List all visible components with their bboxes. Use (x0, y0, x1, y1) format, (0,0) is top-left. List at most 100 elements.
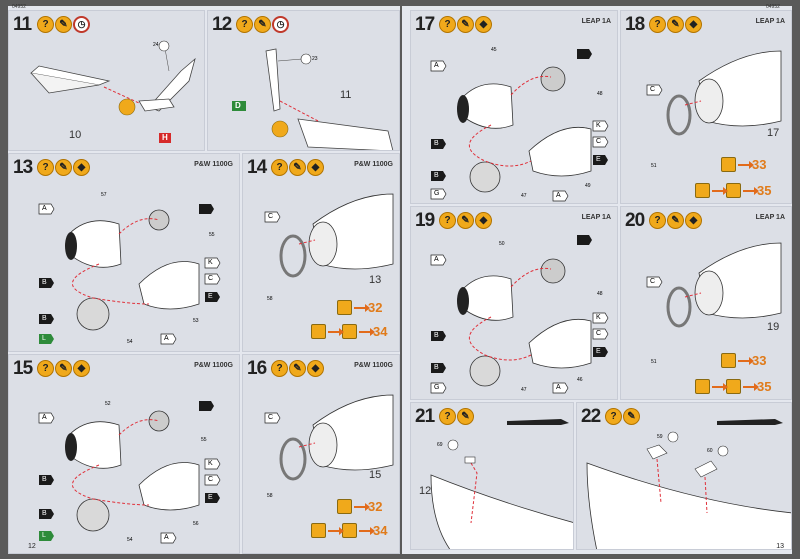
step-11-panel: 11 ? ✎ ◷ 24 H 10 (8, 10, 205, 151)
part-label: 53 (193, 318, 199, 324)
paint-icon: ◆ (685, 212, 702, 229)
tag-label: L (42, 335, 46, 342)
help-icon: ? (439, 16, 456, 33)
engine-variant: LEAP 1A (755, 18, 785, 25)
step-13-panel: 13 ? ✎ ◆ P&W 1100G A B B L (8, 153, 240, 352)
tag-label: E (208, 494, 213, 501)
step-18-drawing (646, 50, 782, 136)
glue-icon: ✎ (667, 16, 684, 33)
tag-label: C (596, 330, 602, 337)
tag-label: C (650, 86, 656, 93)
paint-icon: ◆ (307, 159, 324, 176)
tag-label: A (164, 335, 169, 342)
ref-step-link: 32 (337, 300, 382, 315)
right-page: 04952 17 ? ✎ ◆ LEAP 1A A B (402, 4, 792, 554)
glue-icon: ✎ (457, 212, 474, 229)
tag-h: H (162, 133, 168, 142)
part-label: 48 (597, 291, 603, 297)
step-icons: ? ✎ ◆ (271, 360, 324, 377)
step-17-drawing (430, 49, 609, 202)
step-22-panel: 22 ? ✎ 59 60 (576, 402, 792, 550)
decal-icon (726, 379, 741, 394)
step-19-panel: 19 ? ✎ ◆ LEAP 1A A B B G K (410, 206, 618, 400)
part-label: 60 (707, 448, 713, 454)
paint-icon: ◆ (73, 360, 90, 377)
step-22-drawing (586, 419, 791, 549)
part-label: 48 (597, 91, 603, 97)
tag-label: C (208, 476, 214, 483)
step-number: 21 (415, 406, 435, 427)
help-icon: ? (605, 408, 622, 425)
paint-icon (311, 324, 326, 339)
tag-label: B (434, 172, 439, 179)
part-label: 49 (585, 183, 591, 189)
tag-label: A (42, 414, 47, 421)
step-icons: ? ✎ ◆ (439, 16, 492, 33)
step-number: 17 (415, 14, 435, 35)
step-number: 11 (13, 14, 32, 35)
step-19-drawing (430, 235, 609, 394)
part-label: 56 (193, 521, 199, 527)
tag-label: A (556, 192, 561, 199)
decal-icon (342, 324, 357, 339)
paint-icon: ◆ (685, 16, 702, 33)
tag-label: A (434, 62, 439, 69)
tag-label: A (164, 534, 169, 541)
step-icons: ? ✎ (439, 408, 474, 425)
step-number: 19 (415, 210, 435, 231)
tag-label: K (596, 314, 601, 321)
part-label: 59 (657, 434, 663, 440)
help-icon: ? (439, 408, 456, 425)
paint-icon (337, 300, 352, 315)
engine-variant: P&W 1100G (194, 161, 233, 168)
step-icons: ? ✎ ◷ (37, 16, 90, 33)
part-label: 47 (521, 387, 527, 393)
step-17-panel: 17 ? ✎ ◆ LEAP 1A A B B G K (410, 10, 618, 204)
paint-icon: ◆ (73, 159, 90, 176)
left-page: 04952 11 ? ✎ ◷ 24 H 10 12 ? ✎ ◷ (8, 4, 400, 554)
tag-label: K (208, 259, 213, 266)
step-icons: ? ✎ ◆ (649, 16, 702, 33)
glue-icon: ✎ (667, 212, 684, 229)
step-icons: ? ✎ ◆ (37, 360, 90, 377)
paint-icon: ◆ (475, 212, 492, 229)
step-number: 22 (581, 406, 601, 427)
tag-label: E (208, 293, 213, 300)
engine-variant: P&W 1100G (194, 362, 233, 369)
part-label: 51 (651, 163, 657, 169)
part-label: 45 (491, 47, 497, 53)
ref-step-link: 35 (695, 379, 771, 394)
step-icons: ? ✎ (605, 408, 640, 425)
step-number: 20 (625, 210, 645, 231)
engine-variant: LEAP 1A (581, 18, 611, 25)
step-15-drawing (38, 401, 221, 544)
engine-variant: LEAP 1A (581, 214, 611, 221)
step-number: 18 (625, 14, 645, 35)
step-11-drawing (30, 40, 196, 143)
decal-icon (726, 183, 741, 198)
callout-number: 19 (767, 321, 780, 333)
tag-label: K (596, 122, 601, 129)
part-label: 50 (499, 241, 505, 247)
glue-icon: ✎ (55, 16, 72, 33)
paint-icon (337, 499, 352, 514)
step-icons: ? ✎ ◆ (439, 212, 492, 229)
tag-label: E (596, 348, 601, 355)
part-label: 46 (577, 377, 583, 383)
page-number: 12 (28, 543, 36, 550)
tag-label: B (42, 476, 47, 483)
glue-icon: ✎ (289, 159, 306, 176)
tag-label: B (42, 315, 47, 322)
step-13-drawing (38, 203, 221, 345)
glue-icon: ✎ (55, 159, 72, 176)
tag-label: A (42, 205, 47, 212)
part-label: 54 (127, 537, 133, 543)
paint-icon (721, 157, 736, 172)
step-16-panel: 16 ? ✎ ◆ P&W 1100G C 58 15 32 34 (242, 354, 400, 554)
step-20-drawing (646, 242, 782, 328)
part-label: 57 (101, 192, 107, 198)
paint-icon: ◆ (307, 360, 324, 377)
help-icon: ? (37, 360, 54, 377)
tag-label: B (434, 364, 439, 371)
tag-label: C (268, 213, 274, 220)
